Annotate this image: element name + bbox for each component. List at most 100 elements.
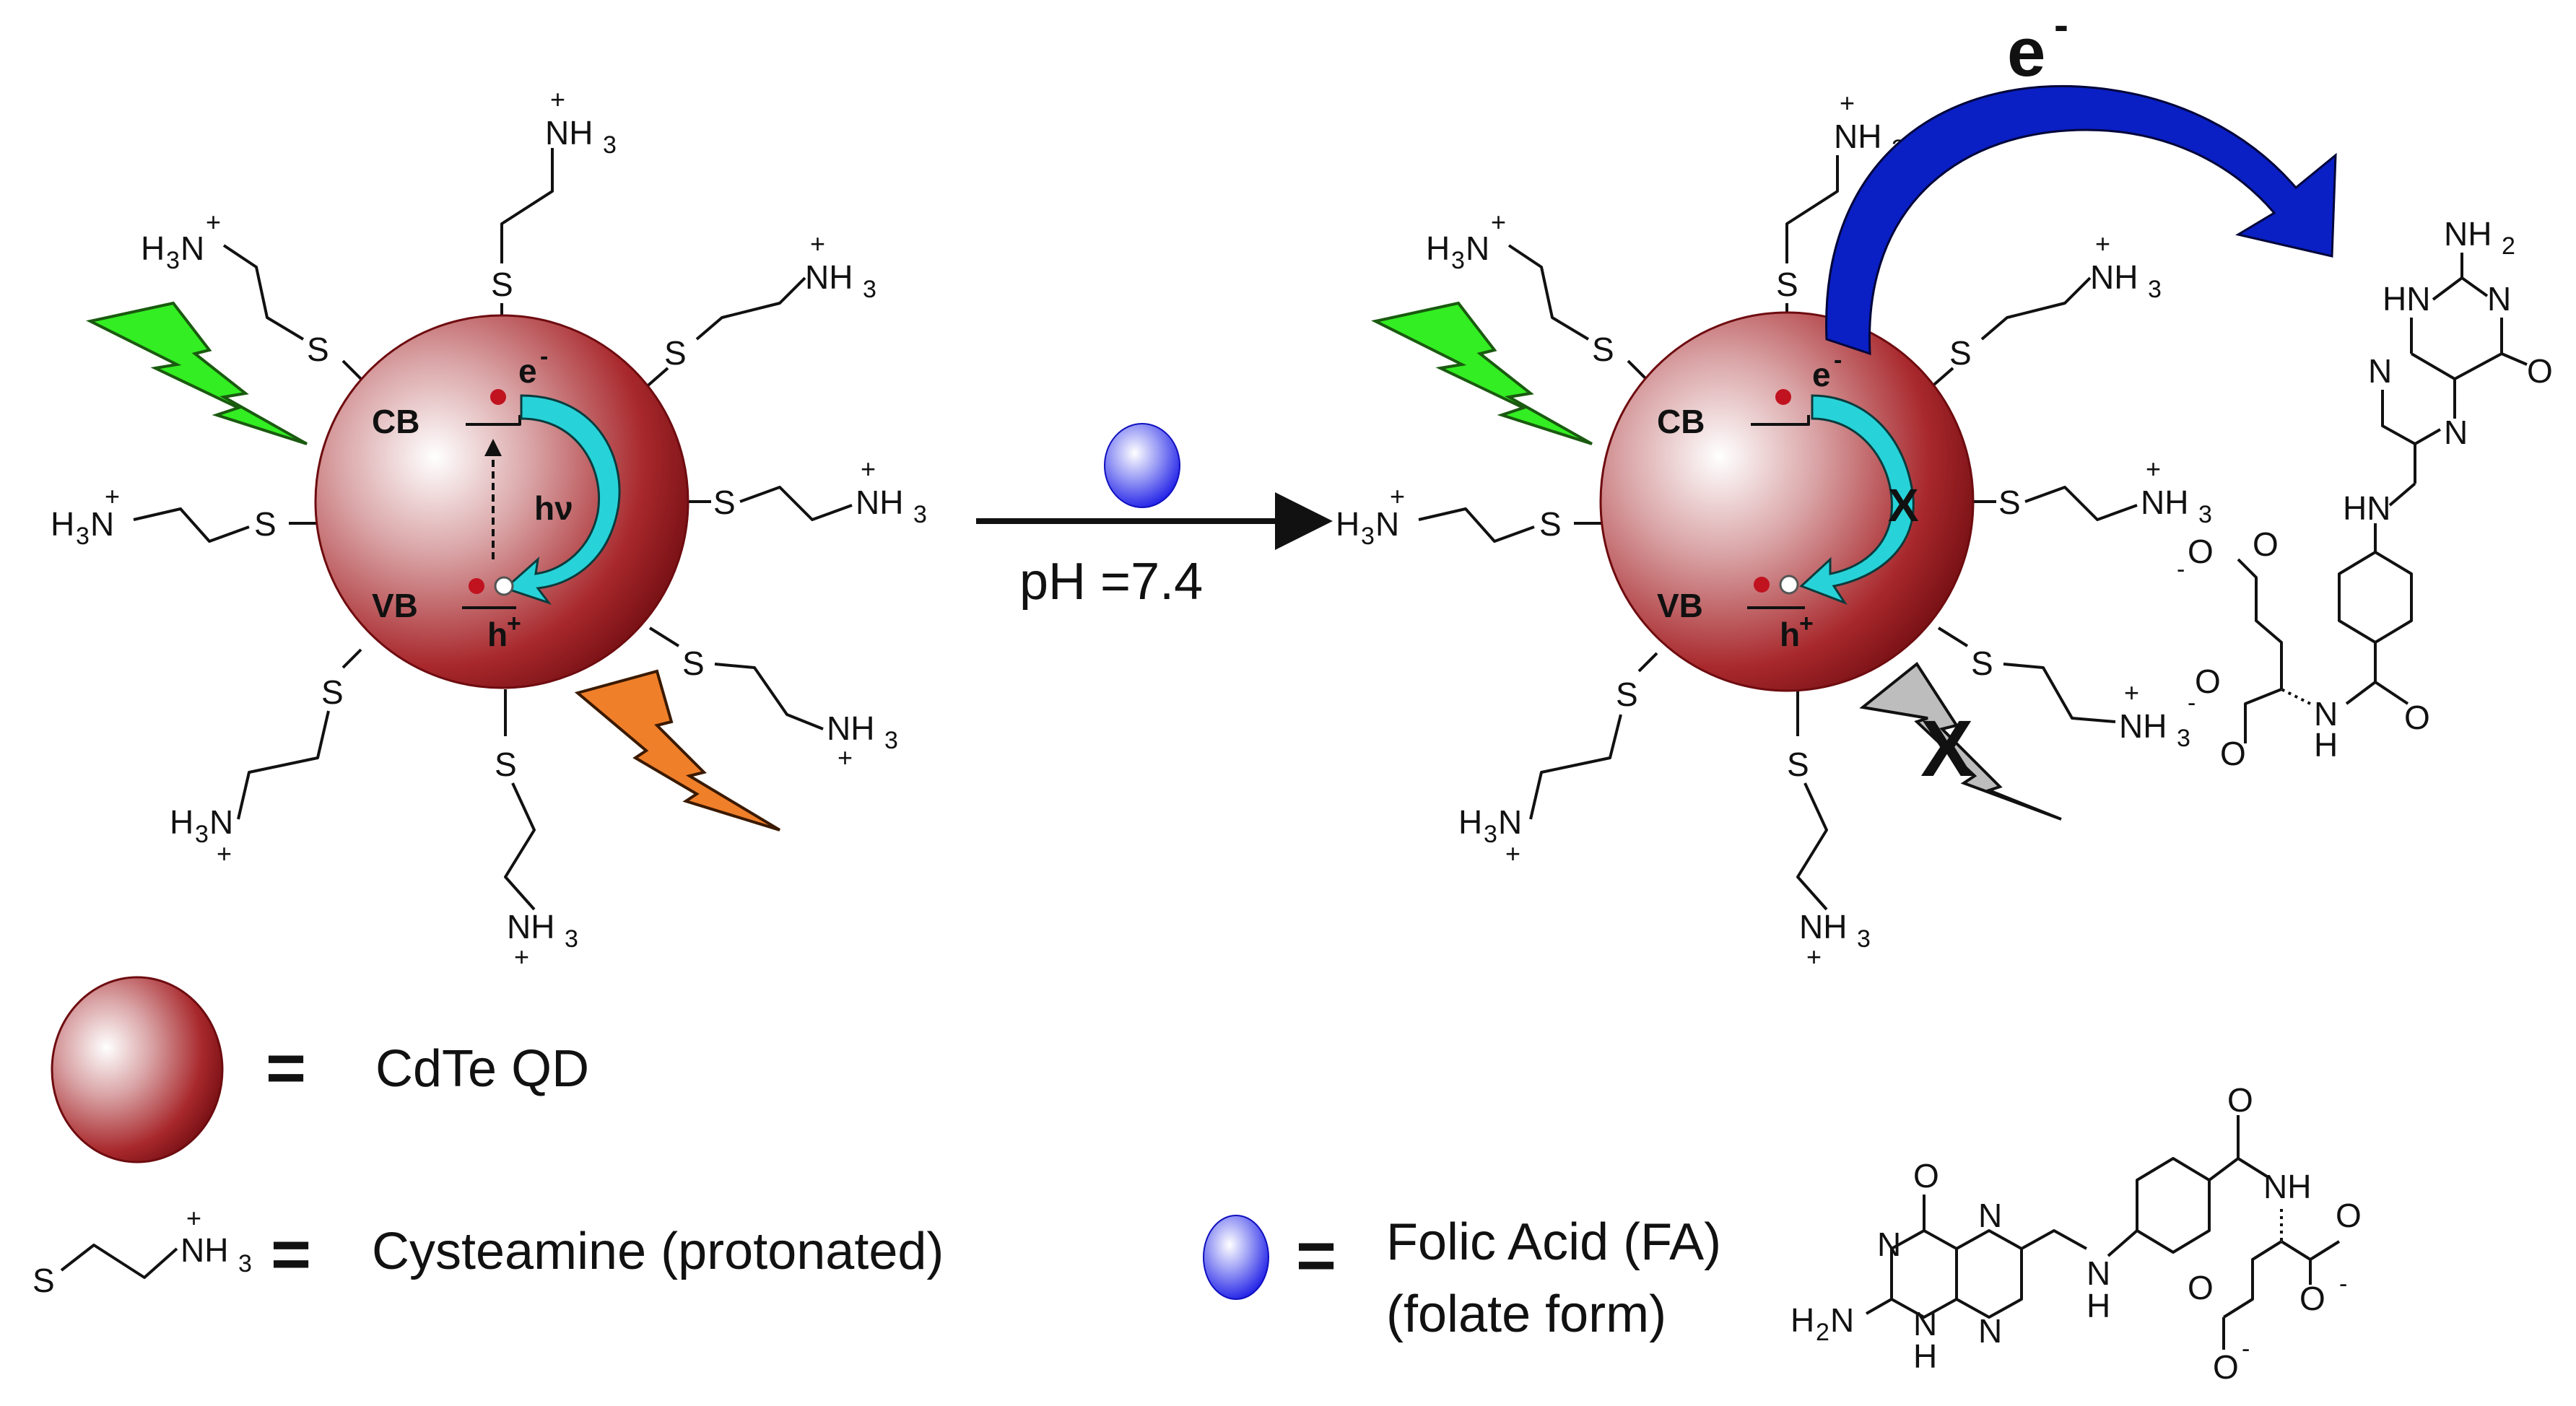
svg-text:H: H xyxy=(1913,1337,1937,1375)
svg-text:H: H xyxy=(1336,505,1359,543)
svg-text:H: H xyxy=(170,803,193,841)
svg-text:3: 3 xyxy=(1484,821,1497,848)
svg-text:H: H xyxy=(141,230,165,267)
emission-blocked-mark: X xyxy=(1920,704,1973,793)
svg-text:+: + xyxy=(2146,454,2161,484)
svg-text:+: + xyxy=(2095,229,2110,258)
svg-text:O: O xyxy=(2188,533,2214,570)
svg-text:3: 3 xyxy=(1451,247,1465,274)
folate-structure-bound: NH 2 HN N O N N HN O N H xyxy=(2177,215,2553,772)
right-panel: X S NH 3 + S H 3 N + S NH 3 + S NH xyxy=(1336,1,2553,971)
svg-text:+: + xyxy=(1390,481,1405,511)
svg-text:3: 3 xyxy=(603,131,617,159)
svg-text:O: O xyxy=(2195,663,2221,700)
quantum-dot-sphere xyxy=(1599,311,1975,692)
electron-dot xyxy=(469,578,484,594)
svg-text:O: O xyxy=(2220,735,2246,772)
vb-label: VB xyxy=(1657,587,1703,624)
svg-text:NH: NH xyxy=(2119,707,2167,745)
svg-text:3: 3 xyxy=(2177,725,2190,752)
svg-text:+: + xyxy=(105,481,120,511)
svg-text:+: + xyxy=(1505,839,1520,868)
svg-text:h: h xyxy=(487,616,508,653)
svg-text:3: 3 xyxy=(195,821,209,848)
svg-text:+: + xyxy=(507,610,521,637)
svg-text:N: N xyxy=(209,803,233,841)
legend-equals: = xyxy=(271,1215,311,1293)
svg-text:2: 2 xyxy=(1816,1319,1829,1346)
svg-text:NH: NH xyxy=(1834,118,1881,155)
svg-text:N: N xyxy=(2444,414,2468,451)
svg-text:NH: NH xyxy=(2263,1168,2311,1205)
svg-text:H: H xyxy=(2087,1287,2110,1324)
svg-text:NH: NH xyxy=(2090,258,2138,296)
svg-text:2: 2 xyxy=(2502,232,2515,260)
ph-condition: pH =7.4 xyxy=(1019,553,1203,611)
svg-text:S: S xyxy=(1787,746,1809,783)
svg-text:-: - xyxy=(2188,689,2196,717)
svg-text:S: S xyxy=(682,645,705,682)
svg-text:+: + xyxy=(206,207,221,237)
svg-text:+: + xyxy=(2124,678,2139,707)
svg-text:-: - xyxy=(1834,346,1842,374)
svg-text:N: N xyxy=(1978,1197,2002,1234)
svg-text:NH: NH xyxy=(2141,484,2188,521)
legend-equals: = xyxy=(266,1029,306,1106)
svg-text:+: + xyxy=(810,229,825,258)
folate-structure-legend: O N N H H 2 N N N N H O NH O xyxy=(1790,1081,2362,1386)
photon-label: hν xyxy=(534,489,573,527)
svg-text:S: S xyxy=(1616,676,1638,713)
svg-text:NH: NH xyxy=(2444,215,2492,253)
orange-lightning-icon xyxy=(574,669,781,831)
svg-text:H: H xyxy=(2314,726,2338,764)
svg-text:N: N xyxy=(1466,230,1489,267)
sulfur-label: S xyxy=(491,266,513,303)
svg-text:S: S xyxy=(1592,331,1614,368)
svg-text:NH: NH xyxy=(180,1231,228,1269)
svg-text:NH: NH xyxy=(805,258,853,296)
svg-text:3: 3 xyxy=(1361,523,1375,550)
legend-qd-label: CdTe QD xyxy=(375,1040,589,1098)
svg-text:S: S xyxy=(254,505,277,543)
green-lightning-icon xyxy=(86,301,308,445)
recombination-arrow-icon xyxy=(503,394,621,605)
svg-text:O: O xyxy=(2336,1197,2362,1234)
svg-text:H: H xyxy=(1458,803,1482,841)
svg-text:N: N xyxy=(1978,1312,2002,1350)
svg-text:+: + xyxy=(217,839,232,868)
legend: = CdTe QD S NH 3 + = Cysteamine (protona… xyxy=(32,976,2362,1386)
svg-text:O: O xyxy=(2213,1348,2239,1386)
svg-text:S: S xyxy=(1971,645,1993,682)
svg-text:S: S xyxy=(713,484,736,521)
svg-text:O: O xyxy=(2527,352,2553,390)
svg-text:N: N xyxy=(1913,1305,1937,1342)
green-lightning-icon xyxy=(1371,301,1593,445)
folic-acid-legend-icon xyxy=(1203,1215,1269,1300)
reaction-step: pH =7.4 xyxy=(976,423,1333,611)
svg-text:N: N xyxy=(2368,352,2392,390)
legend-item-folic-acid: = Folic Acid (FA) (folate form) xyxy=(1203,1213,1721,1343)
svg-text:S: S xyxy=(307,331,329,368)
svg-text:NH: NH xyxy=(507,908,554,946)
svg-text:-: - xyxy=(540,343,548,370)
vb-label: VB xyxy=(372,587,418,624)
svg-text:N: N xyxy=(2087,1254,2110,1292)
svg-text:O: O xyxy=(2188,1269,2214,1306)
svg-text:HN: HN xyxy=(2343,489,2390,527)
svg-text:h: h xyxy=(1780,616,1800,653)
svg-text:3: 3 xyxy=(76,523,90,550)
svg-text:3: 3 xyxy=(863,276,876,303)
blocked-mark: X xyxy=(1888,479,1919,531)
svg-text:H: H xyxy=(1426,230,1450,267)
svg-text:+: + xyxy=(550,84,565,114)
left-panel: S NH 3 + S H 3 N + S NH 3 + S NH 3 xyxy=(51,84,927,971)
svg-text:H: H xyxy=(51,505,74,543)
svg-text:-: - xyxy=(2054,1,2068,49)
legend-equals: = xyxy=(1296,1217,1336,1294)
hole-dot xyxy=(494,576,514,596)
band-diagram-left: CB e - hν VB h + xyxy=(372,343,621,653)
svg-text:S: S xyxy=(495,746,517,783)
svg-text:NH: NH xyxy=(827,709,874,747)
svg-text:3: 3 xyxy=(2198,501,2212,528)
svg-text:S: S xyxy=(1949,334,1972,372)
